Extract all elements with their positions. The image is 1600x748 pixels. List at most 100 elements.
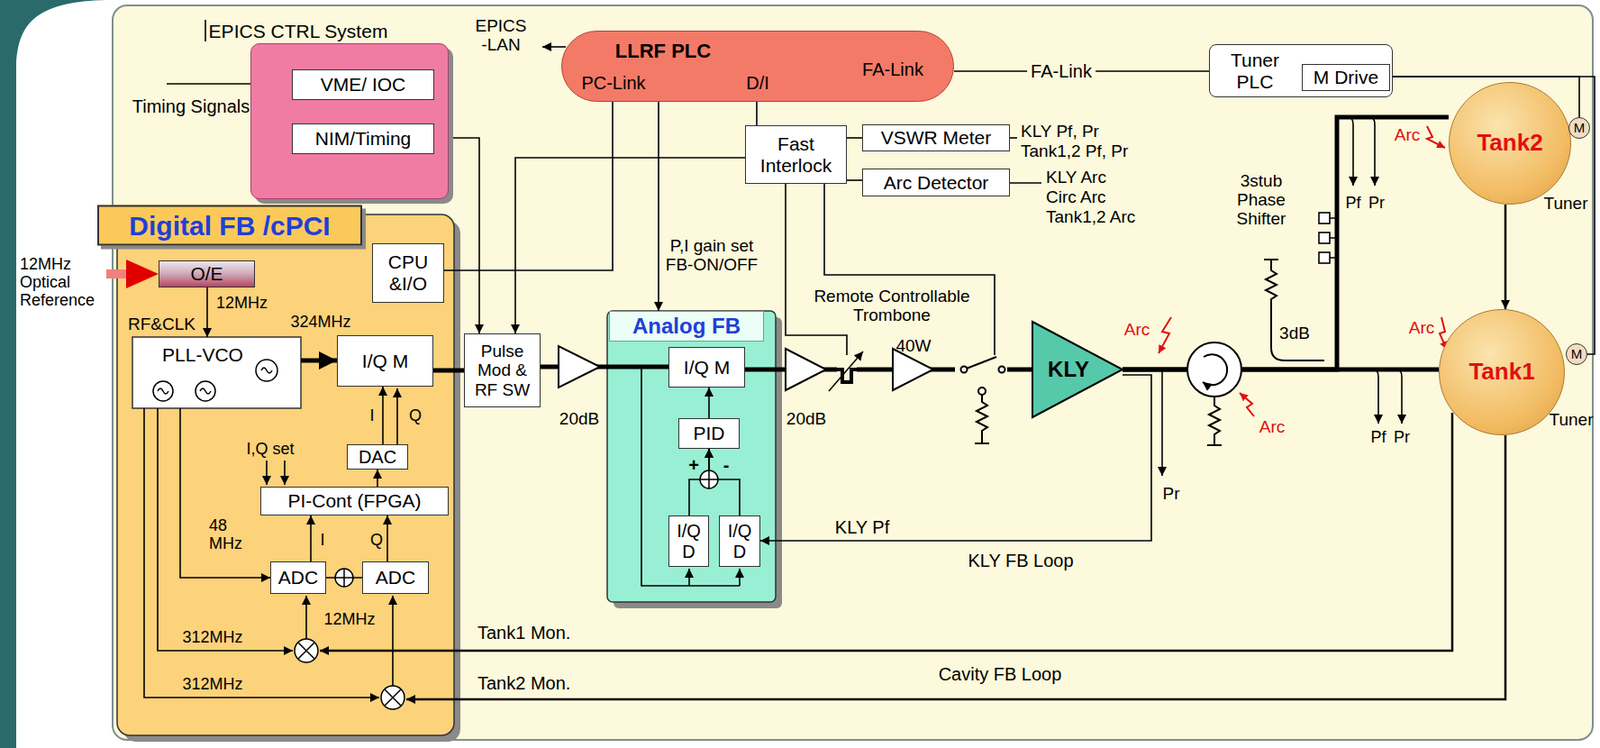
summing-junction <box>700 470 719 489</box>
signal-wire <box>396 388 399 445</box>
signal-wire <box>738 568 741 586</box>
port-label: PC-Link <box>581 72 646 93</box>
signal-label: I <box>369 407 374 426</box>
demodulator-box: I/Q D <box>668 515 710 567</box>
box-label: CPU &I/O <box>375 251 441 294</box>
signal-wire <box>283 460 286 485</box>
panel-fill <box>117 214 782 742</box>
arc-label: Arc <box>1394 126 1421 146</box>
box-label: VSWR Meter <box>881 127 992 149</box>
circulator <box>1207 396 1222 446</box>
klystron-triangle: KLY <box>1032 321 1123 418</box>
panel-fill <box>132 336 301 409</box>
system-panel <box>112 5 1593 740</box>
demodulator-box: I/Q D <box>718 515 761 567</box>
optical-arrow <box>106 269 128 279</box>
signal-label: 40W <box>895 336 931 356</box>
signal-label: 324MHz <box>290 313 351 332</box>
oscillator <box>157 367 273 394</box>
arc-spark <box>1239 392 1255 417</box>
box-label: O/E <box>190 263 223 285</box>
signal-label: Tuner <box>1544 194 1589 214</box>
box-label: I/Q M <box>683 356 730 379</box>
port-label: FA-Link <box>862 59 924 80</box>
phase-shifter-stub <box>1318 232 1330 244</box>
signal-connector <box>180 408 271 578</box>
signal-label: I,Q set <box>245 440 294 459</box>
box-label: PID <box>692 422 725 445</box>
signal-label: Pf <box>1345 194 1361 213</box>
summing-junction <box>326 576 336 579</box>
signal-label: Pf <box>1370 428 1386 447</box>
signal-wire <box>824 183 995 355</box>
box-label: PI-Cont (FPGA) <box>287 490 421 512</box>
cavity-circle: Tank2 <box>1448 81 1572 205</box>
process-box: NIM/Timing <box>291 123 435 155</box>
signal-label: Q <box>370 531 383 550</box>
box-label: NIM/Timing <box>315 127 412 150</box>
plc-box: LLRF PLCPC-LinkD/IFA-Link <box>561 30 955 102</box>
signal-label: EPICS -LAN <box>472 17 529 55</box>
signal-connector <box>376 469 379 487</box>
summing-junction <box>335 568 354 587</box>
arc-label: Arc <box>1259 418 1286 437</box>
signal-label: P,I gain set FB-ON/OFF <box>662 236 762 275</box>
hybrid-load <box>1263 259 1325 361</box>
signal-connector <box>1504 204 1508 310</box>
signal-label: Timing Signals <box>132 96 250 117</box>
signal-wire <box>204 19 207 42</box>
summing-junction <box>700 470 719 489</box>
box-label: M <box>1571 346 1583 363</box>
process-box: VME/ IOC <box>291 69 435 100</box>
converter-box: O/E <box>158 260 255 288</box>
signal-label: KLY Pf <box>835 517 890 537</box>
signal-wire <box>319 412 1453 651</box>
trombone <box>828 351 864 391</box>
hybrid-load <box>1263 259 1325 361</box>
signal-label: 12MHz Optical Reference <box>19 255 105 310</box>
box-label: LLRF PLC <box>615 40 711 64</box>
signal-wire <box>305 595 308 639</box>
signal-label: KLY Pf, Pr <box>1020 122 1100 142</box>
process-box: CPU &I/O <box>372 243 445 303</box>
signal-label: Tank1,2 Pf, Pr <box>1020 142 1128 162</box>
signal-connector <box>386 515 389 562</box>
signal-label: 3stub Phase Shifter <box>1231 172 1291 229</box>
signal-label: 3dB <box>1279 324 1310 344</box>
box-label: Arc Detector <box>883 172 990 194</box>
arc-spark <box>1158 317 1172 354</box>
signal-wire <box>391 595 394 686</box>
signal-label: 20dB <box>786 409 827 429</box>
box-label: Tank2 <box>1476 129 1543 156</box>
signal-wire <box>144 19 1506 700</box>
signal-wire <box>1396 369 1402 424</box>
signal-label: Cavity FB Loop <box>938 663 1063 684</box>
box-label: I/Q M <box>362 350 409 373</box>
process-box: Arc Detector <box>862 168 1010 197</box>
rf-switch <box>974 394 990 444</box>
box-label: M Drive <box>1313 66 1379 89</box>
arc-spark <box>1158 126 1447 417</box>
box-label: Digital FB /cPCI <box>97 205 363 246</box>
box-label: KLY <box>1047 357 1090 382</box>
signal-connector <box>760 374 1152 541</box>
box-label: ADC <box>375 566 416 589</box>
signal-label: Tuner <box>1549 410 1594 430</box>
modulator-box: I/Q M <box>668 346 746 388</box>
signal-label: Pr <box>1393 428 1410 447</box>
phase-shifter-stub <box>1318 252 1330 264</box>
signal-label: Tank2 Mon. <box>477 672 571 693</box>
signal-label: - <box>723 454 730 475</box>
klystron-shape <box>1032 321 1123 418</box>
summing-junction <box>335 568 354 587</box>
box-label: I/Q D <box>722 520 757 562</box>
mixer <box>298 642 401 706</box>
optical-arrow <box>106 259 159 289</box>
process-box: PI-Cont (FPGA) <box>260 486 449 516</box>
rf-line <box>300 358 337 364</box>
signal-wire <box>785 183 847 355</box>
rf-amplifier <box>892 348 934 391</box>
signal-connector <box>657 101 660 311</box>
signal-wire <box>1369 117 1375 186</box>
signal-connector <box>846 179 863 182</box>
